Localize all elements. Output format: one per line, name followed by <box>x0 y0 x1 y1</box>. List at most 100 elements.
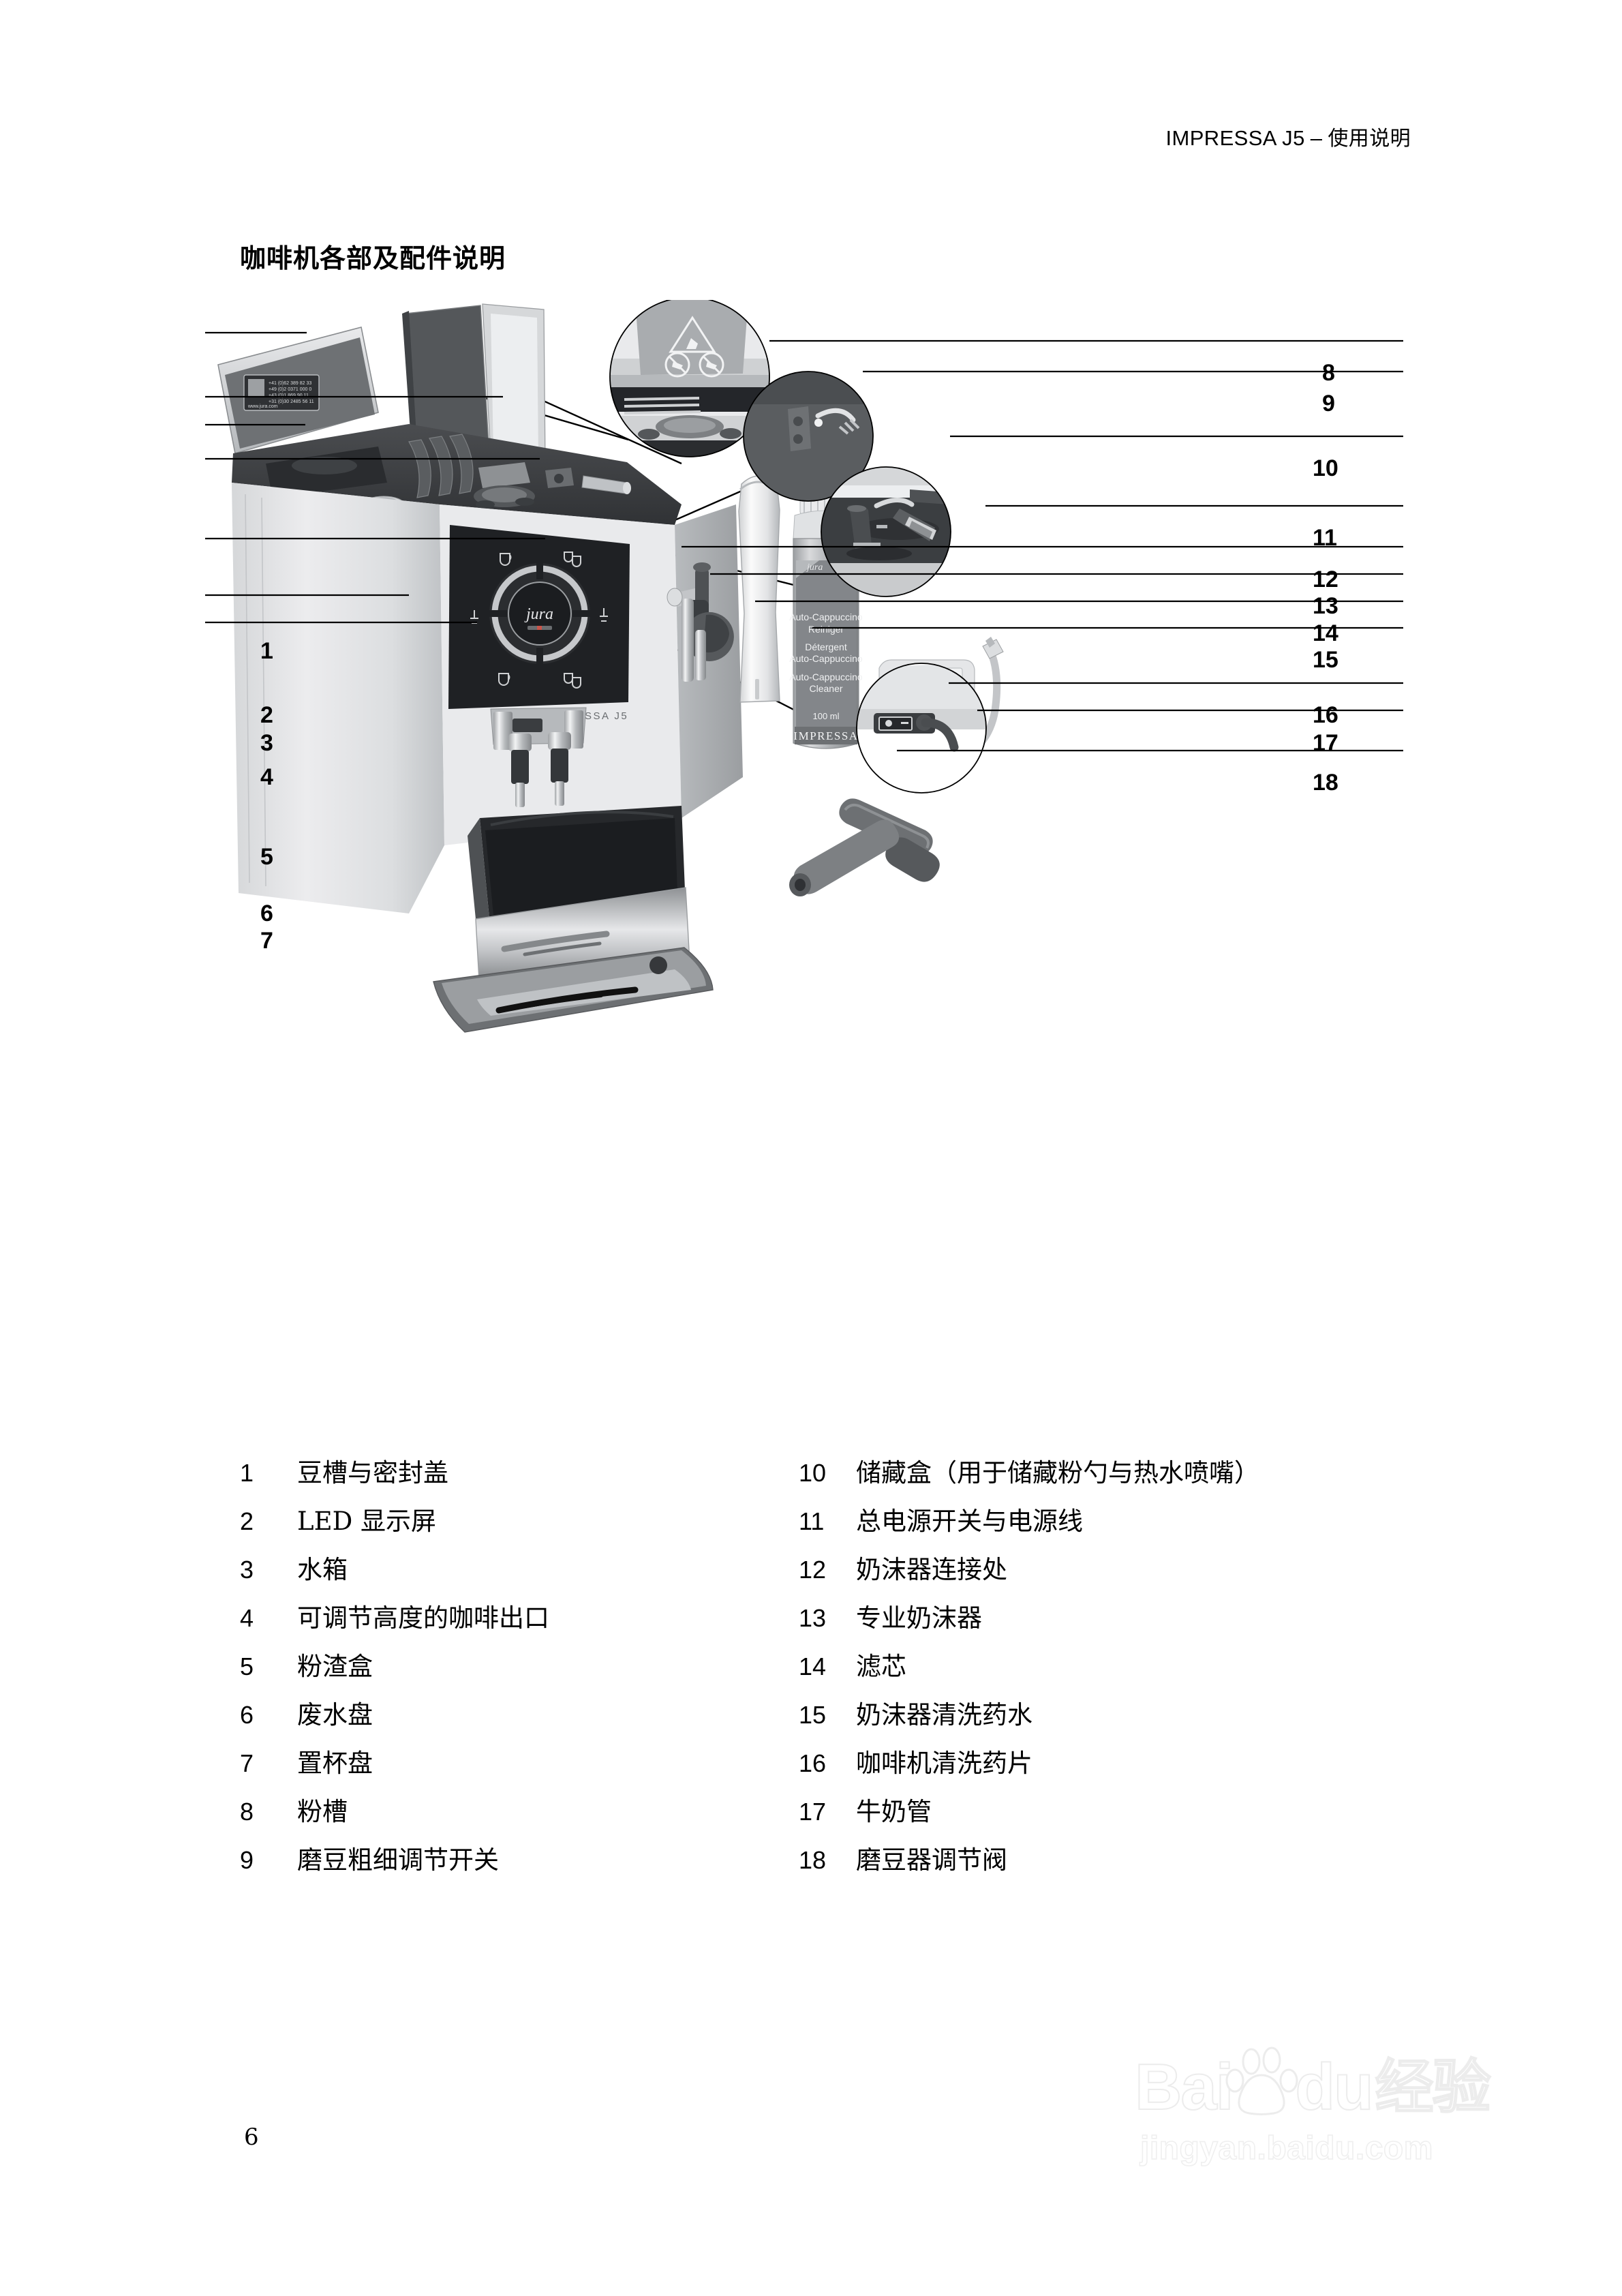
svg-text:+31 (0)30 2485 56 11: +31 (0)30 2485 56 11 <box>269 399 314 404</box>
header-model: IMPRESSA J5 <box>1165 126 1305 150</box>
baidu-watermark: Bai du 经验 jingyan.baidu.com <box>1134 2046 1516 2256</box>
list-item: 7 置杯盘 <box>240 1742 549 1791</box>
callout-14: 14 <box>1313 620 1338 646</box>
part-number: 13 <box>799 1604 827 1632</box>
detail-circle-10 <box>821 466 951 597</box>
watermark-url: jingyan.baidu.com <box>1139 2130 1433 2167</box>
part-label: 水箱 <box>297 1555 348 1584</box>
part-label: 磨豆粗细调节开关 <box>297 1845 499 1875</box>
list-item: 4 可调节高度的咖啡出口 <box>240 1597 549 1646</box>
part-number: 3 <box>240 1556 254 1584</box>
callout-leaders <box>205 331 1403 752</box>
callout-15: 15 <box>1313 647 1338 673</box>
bean-hopper-lid: +41 (0)62 389 82 33 +49 (0)2 0371 000 0 … <box>217 327 379 455</box>
part-label: 牛奶管 <box>856 1797 932 1826</box>
svg-text:Auto-Cappuccino: Auto-Cappuccino <box>789 611 863 622</box>
parts-list-left-column: 1 豆槽与密封盖 2 LED 显示屏 3 水箱 4 可调节高度的咖啡出口 5 粉… <box>240 1452 549 1888</box>
callout-17: 17 <box>1313 730 1338 756</box>
header-dash: – <box>1310 126 1323 150</box>
callout-9: 9 <box>1322 391 1335 417</box>
grinder-adjust-key <box>789 798 940 896</box>
storage-nozzle <box>581 475 631 494</box>
part-number: 10 <box>799 1459 827 1487</box>
callout-18: 18 <box>1313 770 1338 796</box>
part-number: 11 <box>799 1507 825 1535</box>
top-deck <box>232 424 682 525</box>
list-item: 18 磨豆器调节阀 <box>799 1839 1259 1888</box>
svg-text:+43 (0)1 869 90 11: +43 (0)1 869 90 11 <box>269 393 309 398</box>
callout-12: 12 <box>1313 567 1338 592</box>
callout-16: 16 <box>1313 702 1338 728</box>
list-item: 1 豆槽与密封盖 <box>240 1452 549 1500</box>
part-number: 14 <box>799 1652 827 1680</box>
part-label: 奶沫器清洗药水 <box>856 1700 1032 1729</box>
part-label: 储藏盒（用于储藏粉勺与热水喷嘴） <box>856 1458 1259 1487</box>
callout-10: 10 <box>1313 455 1338 481</box>
watermark-brand-du: du <box>1294 2051 1374 2124</box>
part-label: 置杯盘 <box>297 1749 373 1778</box>
coffee-machine-diagram: +41 (0)62 389 82 33 +49 (0)2 0371 000 0 … <box>204 300 1404 1404</box>
part-number: 4 <box>240 1604 254 1632</box>
callout-3: 3 <box>260 730 273 756</box>
part-number: 18 <box>799 1846 827 1874</box>
list-item: 13 专业奶沫器 <box>799 1597 1259 1646</box>
callout-6: 6 <box>260 901 273 926</box>
cup-tray <box>433 947 714 1033</box>
list-item: 17 牛奶管 <box>799 1791 1259 1839</box>
paw-icon <box>1225 2045 1299 2116</box>
watermark-brand-cn: 经验 <box>1375 2053 1492 2121</box>
part-label: 废水盘 <box>297 1700 373 1729</box>
part-number: 6 <box>240 1701 254 1729</box>
callout-11: 11 <box>1313 525 1337 551</box>
detail-circle-8 <box>609 300 770 457</box>
powder-funnel <box>474 462 535 509</box>
filter-cartridge <box>738 475 780 703</box>
detail-circle-9 <box>743 371 874 502</box>
list-item: 12 奶沫器连接处 <box>799 1549 1259 1597</box>
part-number: 1 <box>240 1459 254 1487</box>
part-label: 滤芯 <box>856 1652 906 1681</box>
part-label: 奶沫器连接处 <box>856 1555 1007 1584</box>
part-label: 可调节高度的咖啡出口 <box>297 1603 549 1633</box>
list-item: 11 总电源开关与电源线 <box>799 1500 1259 1549</box>
grind-adjust-switch <box>545 468 574 488</box>
svg-text:jura: jura <box>524 605 553 623</box>
svg-text:Auto-Cappuccino: Auto-Cappuccino <box>789 671 863 682</box>
callout-13: 13 <box>1313 593 1338 619</box>
part-number: 16 <box>799 1749 827 1777</box>
part-number: 2 <box>240 1507 254 1535</box>
svg-text:Auto-Cappuccino: Auto-Cappuccino <box>789 653 863 664</box>
part-number: 17 <box>799 1798 827 1826</box>
header-subtitle: 使用说明 <box>1328 127 1411 151</box>
parts-list-right-column: 10 储藏盒（用于储藏粉勺与热水喷嘴） 11 总电源开关与电源线 12 奶沫器连… <box>799 1452 1259 1888</box>
list-item: 3 水箱 <box>240 1549 549 1597</box>
svg-text:www.jura.com: www.jura.com <box>247 404 278 409</box>
svg-text:100 ml: 100 ml <box>812 711 839 721</box>
svg-text:IMPRESSA: IMPRESSA <box>793 729 858 742</box>
callout-4: 4 <box>260 764 273 790</box>
part-number: 9 <box>240 1846 254 1874</box>
callout-5: 5 <box>260 844 273 870</box>
part-label: 总电源开关与电源线 <box>856 1507 1083 1536</box>
list-item: 8 粉槽 <box>240 1791 549 1839</box>
part-label: 粉槽 <box>297 1797 348 1826</box>
milk-tube-connector <box>982 637 1004 659</box>
part-label: 粉渣盒 <box>297 1652 373 1681</box>
svg-text:+41 (0)62 389 82 33: +41 (0)62 389 82 33 <box>269 381 311 386</box>
detail-circle-11 <box>856 663 987 794</box>
list-item: 10 储藏盒（用于储藏粉勺与热水喷嘴） <box>799 1452 1259 1500</box>
svg-text:+49 (0)2 0371 000 0: +49 (0)2 0371 000 0 <box>269 387 311 392</box>
coffee-spouts <box>490 707 587 807</box>
part-label: 豆槽与密封盖 <box>297 1458 448 1487</box>
part-label: LED 显示屏 <box>297 1507 437 1536</box>
svg-text:jura: jura <box>806 562 823 573</box>
part-number: 7 <box>240 1749 254 1777</box>
list-item: 16 咖啡机清洗药片 <box>799 1742 1259 1791</box>
callout-1: 1 <box>260 638 273 664</box>
part-label: 咖啡机清洗药片 <box>856 1749 1032 1778</box>
page-header: IMPRESSA J5–使用说明 <box>1165 121 1411 151</box>
part-label: 专业奶沫器 <box>856 1603 982 1633</box>
part-number: 15 <box>799 1701 827 1729</box>
grinder-blades <box>408 434 474 498</box>
list-item: 9 磨豆粗细调节开关 <box>240 1839 549 1888</box>
